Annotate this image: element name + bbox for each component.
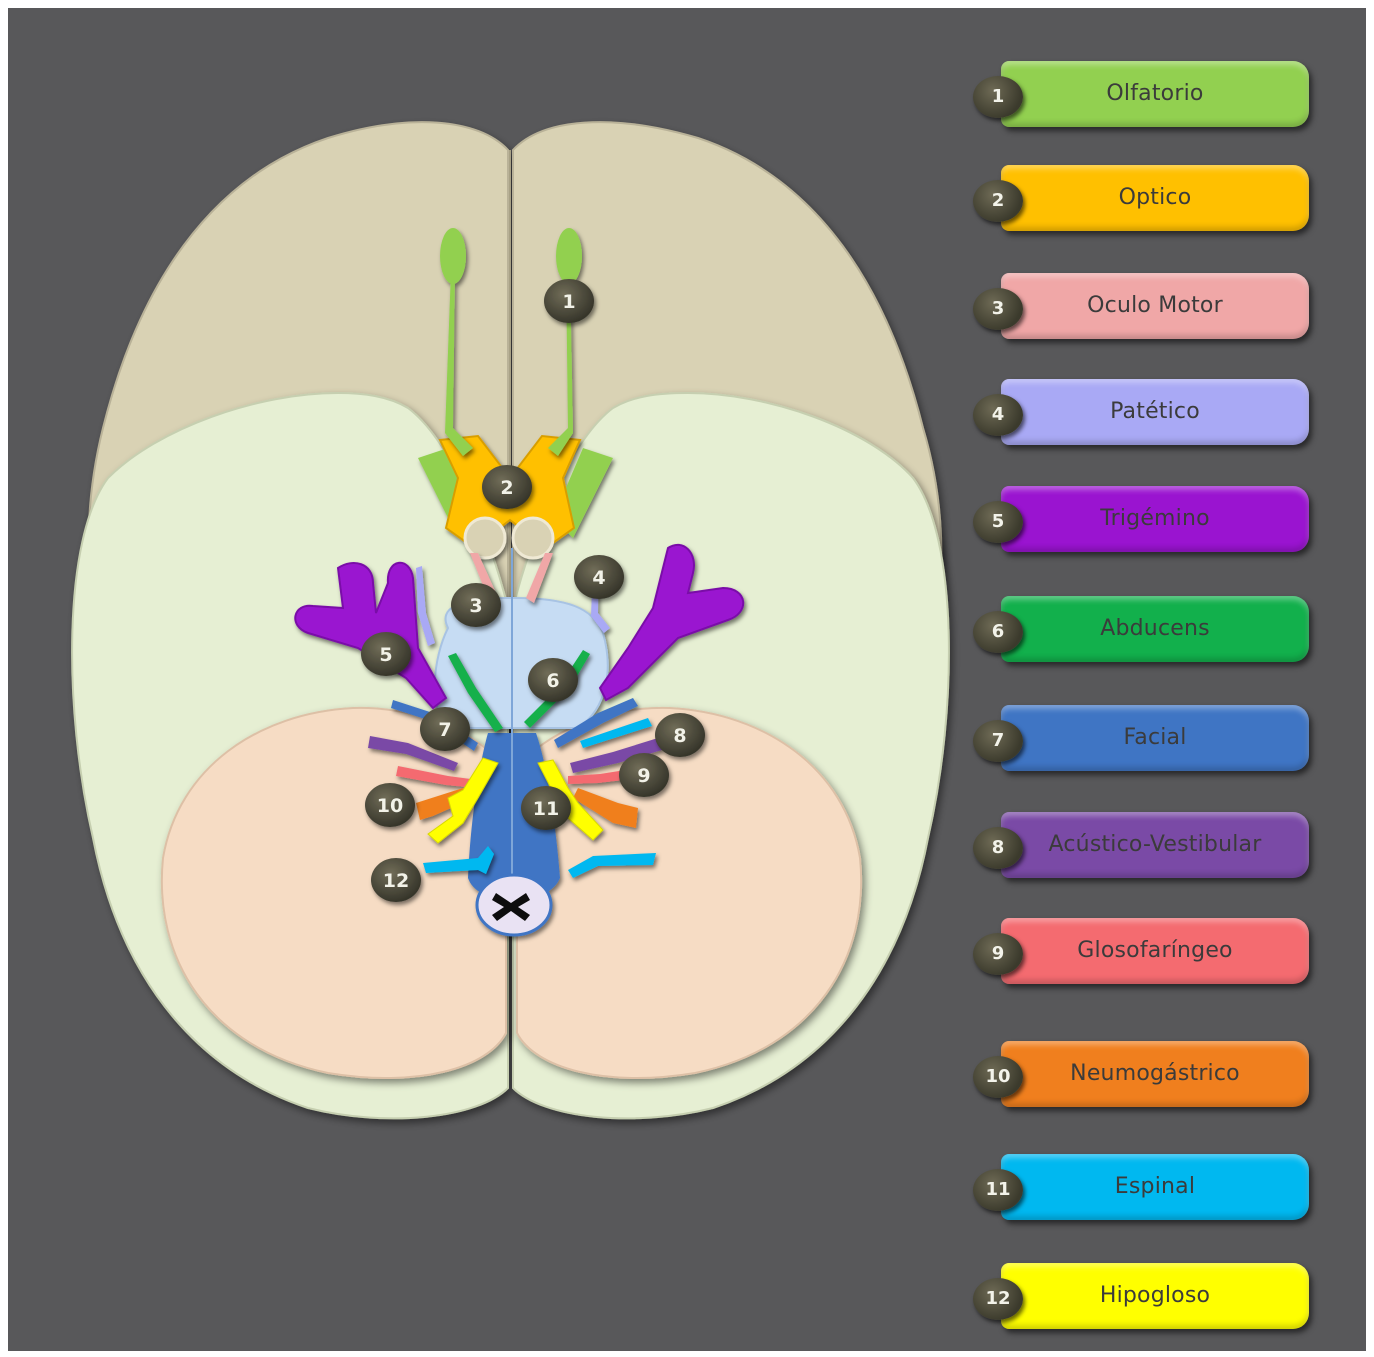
callout-number: 4 [592,567,605,589]
legend-number-badge: 6 [973,611,1023,653]
diagram-callout-9: 9 [619,753,669,797]
legend-nerve-name: Facial [1001,705,1309,771]
left-olfactory-bulb [440,228,466,284]
legend-number-badge: 3 [973,288,1023,330]
callout-number: 1 [562,291,575,313]
legend-number-badge: 7 [973,720,1023,762]
callout-number: 8 [673,725,686,747]
diagram-callout-5: 5 [361,632,411,676]
right-olfactory-bulb [556,228,582,284]
legend-item: Acústico-Vestibular8 [968,804,1328,884]
legend-number-badge: 4 [973,394,1023,436]
callout-number: 2 [500,477,513,499]
legend-nerve-name: Hipogloso [1001,1263,1309,1329]
callout-number: 10 [377,795,403,817]
diagram-callout-12: 12 [371,858,421,902]
legend-number-badge: 12 [973,1278,1023,1320]
legend-number-badge: 10 [973,1056,1023,1098]
callout-number: 9 [637,765,650,787]
legend-nerve-name: Patético [1001,379,1309,445]
legend-nerve-name: Trigémino [1001,486,1309,552]
diagram-callout-10: 10 [365,783,415,827]
callout-number: 7 [438,719,451,741]
diagram-callout-8: 8 [655,713,705,757]
diagram-callout-3: 3 [451,583,501,627]
legend-number-badge: 1 [973,76,1023,118]
left-mammillary-body [465,518,505,558]
diagram-callout-6: 6 [528,658,578,702]
legend-number-badge: 9 [973,933,1023,975]
diagram-callout-4: 4 [574,555,624,599]
legend-item: Olfatorio1 [968,53,1328,133]
legend-nerve-name: Olfatorio [1001,61,1309,127]
legend-nerve-name: Abducens [1001,596,1309,662]
legend-nerve-name: Neumogástrico [1001,1041,1309,1107]
callout-number: 6 [546,670,559,692]
callout-number: 12 [383,870,409,892]
callout-number: 5 [379,644,392,666]
diagram-callout-11: 11 [521,786,571,830]
callout-number: 3 [469,595,482,617]
legend-nerve-name: Espinal [1001,1154,1309,1220]
right-mammillary-body [513,518,553,558]
legend-number-badge: 2 [973,180,1023,222]
diagram-callout-1: 1 [544,279,594,323]
legend-nerve-name: Oculo Motor [1001,273,1309,339]
diagram-callout-7: 7 [420,707,470,751]
legend-item: Abducens6 [968,588,1328,668]
legend-number-badge: 8 [973,827,1023,869]
legend-nerve-name: Glosofaríngeo [1001,918,1309,984]
callout-number: 11 [533,798,559,820]
legend-nerve-name: Acústico-Vestibular [1001,812,1309,878]
legend-number-badge: 5 [973,501,1023,543]
legend-nerve-name: Optico [1001,165,1309,231]
legend-number-badge: 11 [973,1169,1023,1211]
diagram-callout-2: 2 [482,465,532,509]
